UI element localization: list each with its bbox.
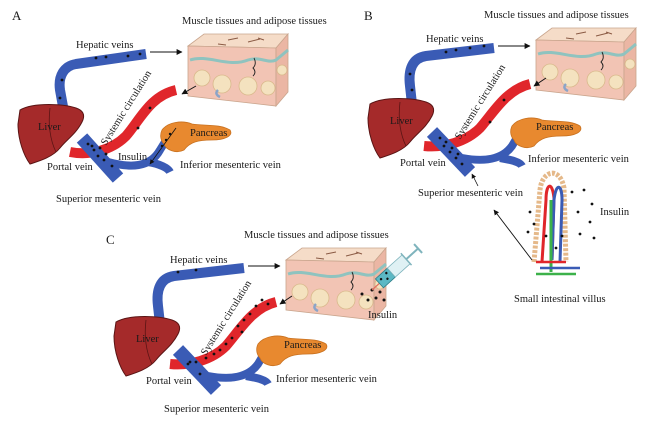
hepatic-veins-label: Hepatic veins	[170, 255, 227, 266]
portal-vein-label: Portal vein	[47, 162, 94, 173]
hepatic-vein	[152, 263, 245, 325]
portal-vein-label: Portal vein	[400, 158, 447, 169]
tissue-label: Muscle tissues and adipose tissues	[182, 16, 327, 27]
villus-label: Small intestinal villus	[514, 294, 606, 305]
portal-vein-label: Portal vein	[146, 376, 193, 387]
panel-label-a: A	[12, 8, 22, 23]
arrow-from-tissue	[279, 295, 293, 305]
hepatic-vein	[54, 49, 147, 113]
pancreas-label: Pancreas	[536, 122, 573, 133]
liver-label: Liver	[136, 334, 159, 345]
panel-a: A Muscle tissues and adipose tissues Hep…	[12, 8, 327, 205]
insulin-label: Insulin	[600, 207, 630, 218]
panel-label-b: B	[364, 8, 373, 23]
inferior-mesenteric-vein-label: Inferior mesenteric vein	[180, 160, 282, 171]
liver-label: Liver	[390, 116, 413, 127]
hepatic-veins-label: Hepatic veins	[426, 34, 483, 45]
superior-mesenteric-vein-label: Superior mesenteric vein	[164, 404, 270, 415]
insulin-dots	[176, 268, 270, 376]
arrow-villus-to-vein	[493, 209, 533, 261]
tissue-block-icon	[534, 26, 638, 102]
tissue-label: Muscle tissues and adipose tissues	[244, 230, 389, 241]
superior-mesenteric-vein-label: Superior mesenteric vein	[418, 188, 524, 199]
tissue-label: Muscle tissues and adipose tissues	[484, 10, 629, 21]
insulin-dots	[408, 44, 506, 166]
panel-label-c: C	[106, 232, 115, 247]
pancreas-label: Pancreas	[190, 128, 227, 139]
hepatic-vein	[404, 43, 495, 105]
small-intestinal-villus-icon	[526, 170, 596, 276]
hepatic-veins-label: Hepatic veins	[76, 40, 133, 51]
superior-mesenteric-vein-label: Superior mesenteric vein	[56, 194, 162, 205]
arrow-to-portal	[471, 173, 479, 187]
pancreas-label: Pancreas	[284, 340, 321, 351]
tissue-block-icon	[186, 32, 290, 108]
insulin-label: Insulin	[118, 152, 148, 163]
arrow-from-tissue	[181, 85, 197, 95]
liver-label: Liver	[38, 122, 61, 133]
panel-c: C Muscle tissues and adipose tissues Ins…	[106, 230, 423, 415]
portal-vein	[172, 345, 222, 395]
inferior-mesenteric-vein-label: Inferior mesenteric vein	[528, 154, 630, 165]
arrow-from-tissue	[533, 77, 547, 87]
insulin-dots	[58, 52, 172, 168]
insulin-label: Insulin	[368, 310, 398, 321]
syringe-icon	[371, 243, 423, 291]
inferior-mesenteric-vein-label: Inferior mesenteric vein	[276, 374, 378, 385]
